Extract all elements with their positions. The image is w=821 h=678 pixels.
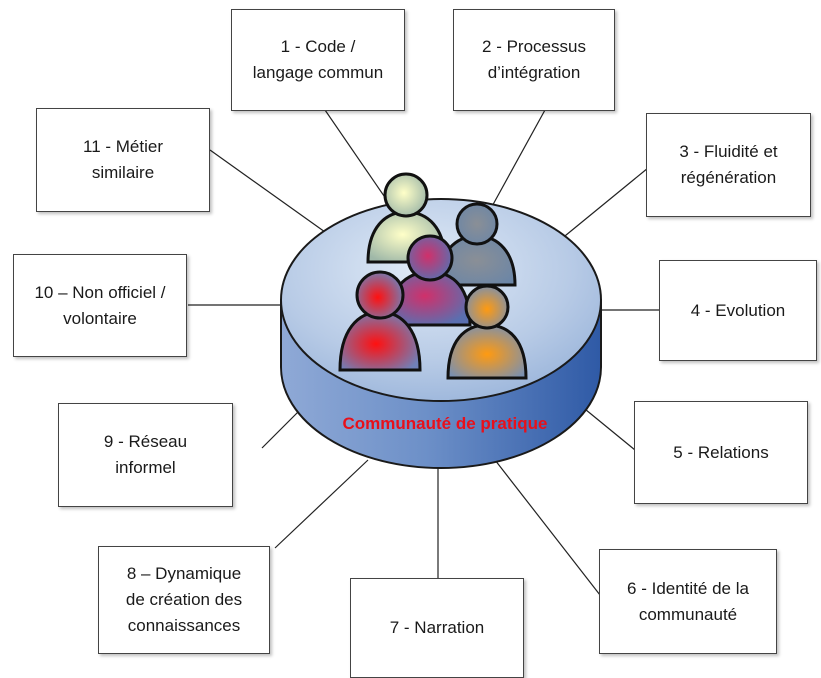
box-6-label: 6 - Identité de la communauté xyxy=(627,578,749,624)
box-8-dynamique: 8 – Dynamique de création des connaissan… xyxy=(98,546,270,654)
box-1-code-langage: 1 - Code / langage commun xyxy=(231,9,405,111)
connector-5 xyxy=(579,404,636,451)
box-3-fluidite: 3 - Fluidité et régénération xyxy=(646,113,811,217)
box-3-label: 3 - Fluidité et régénération xyxy=(679,142,778,187)
box-10-non-officiel: 10 – Non officiel / volontaire xyxy=(13,254,187,357)
box-10-label: 10 – Non officiel / volontaire xyxy=(34,282,166,328)
box-5-label: 5 - Relations xyxy=(673,442,769,462)
box-9-reseau-informel: 9 - Réseau informel xyxy=(58,403,233,507)
box-4-label: 4 - Evolution xyxy=(690,300,786,320)
box-11-label: 11 - Métier similaire xyxy=(83,137,163,182)
connector-8 xyxy=(274,459,369,549)
box-7-narration: 7 - Narration xyxy=(350,578,524,678)
box-4-evolution: 4 - Evolution xyxy=(659,260,817,361)
box-1-label: 1 - Code / langage commun xyxy=(252,37,384,82)
person-grey-icon xyxy=(436,202,517,287)
person-red-icon xyxy=(338,270,422,372)
center-label: Communauté de pratique xyxy=(342,414,548,433)
box-9-label: 9 - Réseau informel xyxy=(103,432,188,477)
box-2-processus-integration: 2 - Processus d’intégration xyxy=(453,9,615,111)
connector-2 xyxy=(489,109,546,211)
box-2-label: 2 - Processus d’intégration xyxy=(482,37,586,82)
connector-9 xyxy=(261,409,301,449)
people-group xyxy=(338,172,528,380)
box-5-relations: 5 - Relations xyxy=(634,401,808,504)
box-8-label: 8 – Dynamique de création des connaissan… xyxy=(125,564,243,635)
connector-1 xyxy=(324,109,396,213)
person-orange-icon xyxy=(446,284,528,380)
box-11-metier-similaire: 11 - Métier similaire xyxy=(36,108,210,212)
connector-3 xyxy=(559,167,649,241)
connector-lines xyxy=(188,109,660,596)
connector-6 xyxy=(494,459,601,596)
connector-11 xyxy=(209,149,326,233)
box-6-identite: 6 - Identité de la communauté xyxy=(599,549,777,654)
box-7-label: 7 - Narration xyxy=(389,618,485,637)
